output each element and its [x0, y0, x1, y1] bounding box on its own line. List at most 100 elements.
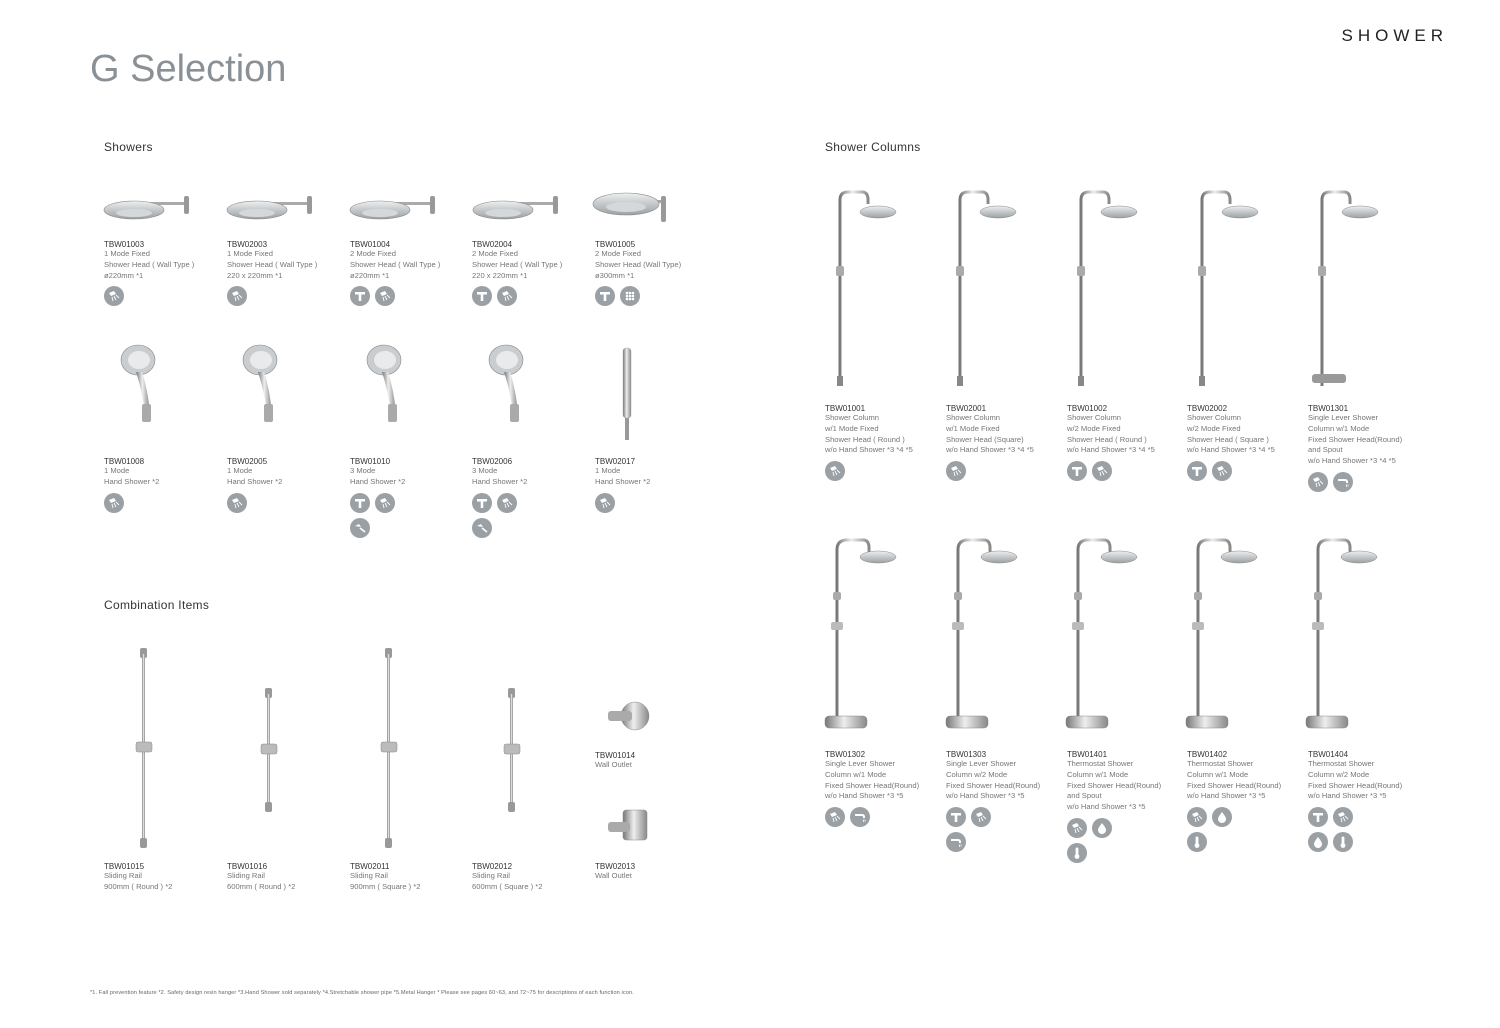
function-icons — [595, 286, 657, 307]
shower-column-image — [1198, 190, 1259, 386]
hand-shower-image — [488, 344, 524, 422]
gradient-defs — [0, 0, 1, 1]
product-code: TBW02011 — [350, 862, 390, 871]
product-desc: 1 Mode Hand Shower *2 — [595, 466, 651, 486]
product-desc: Wall Outlet — [595, 871, 632, 880]
product-desc: Single Lever Shower Column w/2 Mode Fixe… — [946, 759, 1041, 801]
shower-column-image — [956, 190, 1017, 386]
spray-icon — [375, 492, 395, 513]
wall-shower-head-image — [103, 196, 189, 220]
spray-icon — [104, 286, 124, 307]
function-icons — [1308, 471, 1370, 492]
spray-icon — [825, 461, 845, 482]
product-code: TBW02001 — [946, 404, 987, 413]
product-desc: Wall Outlet — [595, 760, 632, 769]
grid-icon — [620, 286, 640, 307]
brand-label: SHOWER — [1341, 26, 1448, 45]
product-code: TBW01302 — [825, 750, 866, 759]
product-desc: 3 Mode Hand Shower *2 — [472, 466, 528, 486]
sliding-rail-image — [503, 688, 521, 812]
spray-icon — [971, 807, 991, 828]
product-desc: Sliding Rail 600mm ( Square ) *2 — [472, 871, 543, 891]
tee-icon — [472, 286, 492, 307]
product-code: TBW01303 — [946, 750, 987, 759]
wall-shower-head-image — [592, 192, 666, 222]
hand-shower-image — [622, 347, 632, 440]
function-icons — [1187, 461, 1249, 482]
wall-shower-head-image — [226, 196, 312, 220]
spray-icon — [497, 286, 517, 307]
product-code: TBW02003 — [227, 240, 268, 249]
tee-icon — [1187, 461, 1207, 482]
spray-icon — [1333, 807, 1353, 828]
product-desc: Thermostat Shower Column w/2 Mode Fixed … — [1308, 759, 1403, 801]
product-desc: Shower Column w/2 Mode Fixed Shower Head… — [1187, 413, 1275, 455]
product-desc: Sliding Rail 900mm ( Square ) *2 — [350, 871, 421, 891]
wall-shower-head-image — [472, 196, 558, 220]
function-icons — [350, 492, 412, 538]
product-code: TBW02017 — [595, 457, 636, 466]
spray-icon — [946, 461, 966, 482]
product-code: TBW01402 — [1187, 750, 1228, 759]
shower-column-image — [1065, 538, 1138, 729]
product-code: TBW01015 — [104, 862, 145, 871]
product-desc: 2 Mode Fixed Shower Head (Wall Type) ø30… — [595, 249, 682, 280]
function-icons — [825, 807, 887, 828]
drop-icon — [1092, 817, 1112, 838]
shower-column-image — [1185, 538, 1258, 729]
function-icons — [104, 286, 166, 307]
drop-icon — [1308, 832, 1328, 853]
shower-column-image — [824, 538, 897, 729]
spray-icon — [104, 492, 124, 513]
spray-icon — [825, 807, 845, 828]
tee-icon — [595, 286, 615, 307]
spray-icon — [375, 286, 395, 307]
spray-icon — [1187, 807, 1207, 828]
product-desc: 1 Mode Hand Shower *2 — [104, 466, 160, 486]
tee-icon — [472, 492, 492, 513]
spout-icon — [850, 807, 870, 828]
product-desc: 1 Mode Hand Shower *2 — [227, 466, 283, 486]
spray-icon — [1067, 817, 1087, 838]
product-desc: Thermostat Shower Column w/1 Mode Fixed … — [1187, 759, 1282, 801]
spout-icon — [1333, 471, 1353, 492]
product-code: TBW02004 — [472, 240, 513, 249]
hand-shower-image — [120, 344, 156, 422]
function-icons — [227, 286, 289, 307]
product-code: TBW01002 — [1067, 404, 1108, 413]
thermo-icon — [1067, 842, 1087, 863]
function-icons — [472, 286, 534, 307]
section-title-showers: Showers — [104, 140, 153, 154]
wall-outlet-image — [608, 701, 650, 731]
product-desc: Shower Column w/1 Mode Fixed Shower Head… — [825, 413, 913, 455]
product-code: TBW01016 — [227, 862, 268, 871]
shower-column-image — [1077, 190, 1138, 386]
tee-icon — [350, 286, 370, 307]
